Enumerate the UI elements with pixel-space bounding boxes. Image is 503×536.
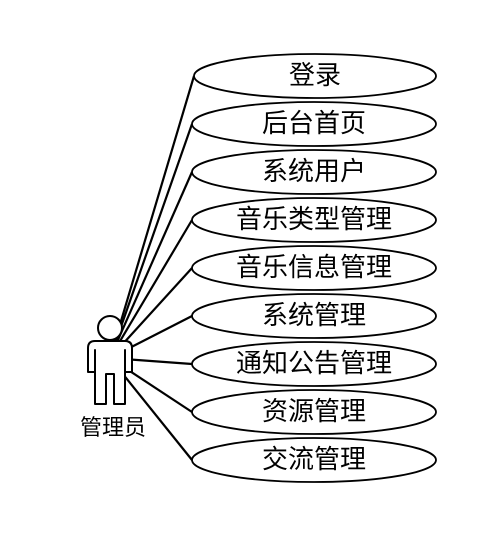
use-case-label-communication-management: 交流管理 [261,445,366,475]
use-case-notice-management[interactable] [191,341,437,387]
use-case-resource-management[interactable] [191,389,437,435]
use-case-login[interactable] [193,53,437,99]
use-case-label-music-info-management: 音乐信息管理 [235,253,392,283]
use-case-ellipses [191,53,437,483]
use-case-communication-management[interactable] [191,437,437,483]
use-case-label-login: 登录 [288,61,341,91]
association-line-login [108,75,196,359]
use-case-music-info-management[interactable] [191,245,437,291]
use-case-music-type-management[interactable] [191,197,437,243]
person-icon [87,315,133,405]
association-line-system-users [108,171,194,359]
use-case-system-users[interactable] [191,149,437,195]
use-case-system-management[interactable] [191,293,437,339]
association-line-dashboard [108,123,194,359]
use-case-label-music-type-management: 音乐类型管理 [235,205,392,235]
use-case-label-system-management: 系统管理 [261,301,366,331]
actor-label: 管理员 [79,416,146,441]
use-case-dashboard[interactable] [191,101,437,147]
use-case-label-resource-management: 资源管理 [261,397,366,427]
use-case-label-system-users: 系统用户 [261,157,366,187]
use-case-label-dashboard: 后台首页 [261,109,366,139]
use-case-label-notice-management: 通知公告管理 [235,349,392,379]
association-line-music-type [109,219,193,359]
